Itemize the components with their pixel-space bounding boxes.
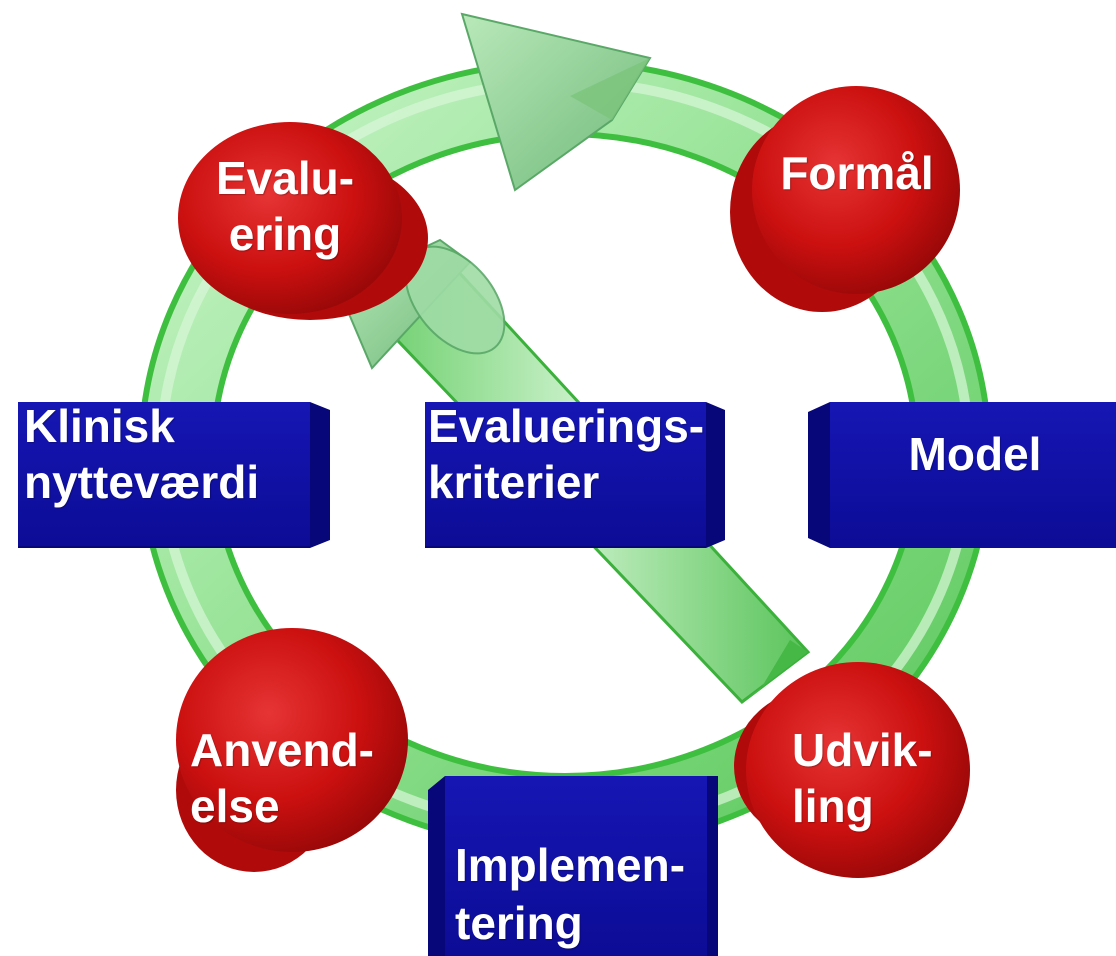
node-udvikling-label: Udvik- ling (792, 724, 933, 832)
node-evaluering-disc (178, 122, 428, 320)
node-anvendelse-disc (176, 628, 408, 872)
box-implementering-shape (428, 776, 718, 956)
box-model-label: Model (908, 428, 1042, 480)
node-anvendelse-label: Anvend- else (190, 724, 374, 832)
box-klinisk-shape (18, 402, 330, 548)
box-klinisk-label: Klinisk nytteværdi (24, 400, 260, 508)
box-model-shape (808, 402, 1116, 548)
box-kriterier-label: Evaluerings- kriterier (428, 400, 705, 508)
node-formaal-label: Formål (780, 147, 934, 199)
node-evaluering-label: Evalu- ering (215, 152, 355, 260)
node-formaal-disc (730, 86, 960, 312)
box-implementering-label: Implemen- tering (455, 839, 686, 949)
box-kriterier-shape (425, 402, 725, 548)
top-arrowhead-icon (460, 12, 652, 192)
node-udvikling-disc (734, 662, 970, 878)
